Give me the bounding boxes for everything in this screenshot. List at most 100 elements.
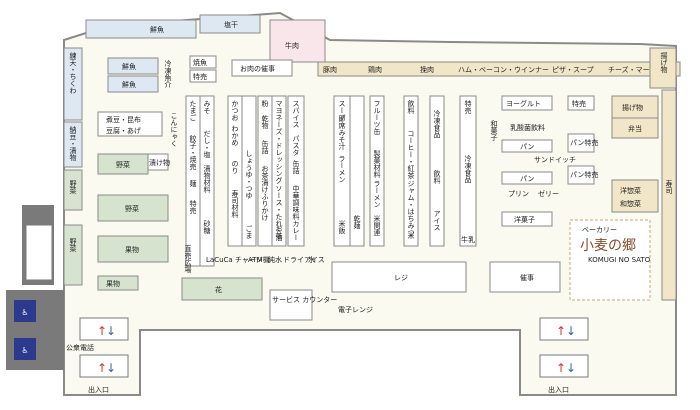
aisle-3-label-3: 寿司材料 [231, 189, 239, 219]
aisle-5-label-3: お茶漬けふりかけ [261, 165, 269, 221]
sweets-label: 洋菓子 [514, 215, 535, 224]
aisle-13-label-2: 牛乳 [461, 235, 475, 244]
meat-event-label: お肉の催事 [240, 64, 275, 73]
meat-strip [317, 61, 681, 77]
aisle-5-label-0: 粉 [261, 99, 269, 108]
aisle-7-label-1: パスタ [292, 135, 300, 156]
zone-ham-label: ハム・ベーコン・ウインナー [458, 66, 549, 74]
aisle-11-label-1: コーヒー・紅茶 [407, 130, 415, 179]
aisle-group [185, 95, 477, 267]
left-veg-1 [63, 169, 83, 211]
zone-fresh-fish [85, 19, 197, 39]
bread-shelf [501, 139, 553, 153]
entrance-right-door-inner [539, 317, 589, 341]
fish-counter-a-label: 鮮魚 [122, 62, 136, 71]
aisle-10-label-0: フルーツ缶 [373, 100, 381, 135]
restroom-1 [14, 300, 36, 322]
bread-special-2 [567, 165, 595, 185]
bread-special [567, 133, 595, 153]
entrance-left-out-arrow-icon-2: ↓ [106, 361, 116, 375]
aisle-7-label-4: カレー [292, 220, 300, 241]
square-label: 直売広場 [184, 244, 192, 274]
aisle-1-label-1: 餃子・焼売 [189, 134, 197, 171]
aisle-5-label-2: 缶詰 [261, 139, 269, 155]
entrance-left-door-outer [79, 354, 129, 378]
aisle-12-shelf [429, 95, 445, 247]
beans-label: 煮豆・昆布 [106, 115, 141, 124]
aisle-13-label-1: 冷凍食品 [464, 154, 472, 184]
bread-label: パン [520, 143, 534, 151]
aisle-9-label-0: 乾麺 [353, 214, 361, 230]
entrance-left-in-arrow-icon-2: ↑ [97, 361, 107, 375]
left-veg-1-label: 野菜 [69, 180, 77, 195]
fruit-block-b [97, 275, 139, 291]
aisle-10-label-1: 製菓材料 [373, 149, 381, 179]
water-label: 純水 [268, 255, 282, 264]
service-counter [269, 289, 313, 321]
aisle-6-label-0: マヨネーズ・ドレッシング [275, 100, 283, 184]
western-deli-label: 洋惣菜 [620, 186, 641, 195]
zone-pizza-label: ピザ・スープ [552, 66, 594, 74]
aisle-6-label-1: ソース・たれ・油 [275, 185, 283, 242]
left-tempura-label: 練天・ちくわ [69, 51, 77, 94]
zone-cheese-label: チーズ・マーガリン [608, 65, 671, 74]
bakery-sub-label: KOMUGI NO SATO [588, 256, 651, 264]
entrance-left-doors: ↑ ↓ ↑ ↓ [79, 317, 129, 378]
aisle-7-shelf [287, 95, 305, 247]
bakery-name: 小麦の郷 [580, 238, 636, 254]
bakery-block [569, 219, 651, 301]
aisle-11-label-0: 飲料 [407, 99, 415, 115]
aisle-7-label-0: スパイス [292, 100, 300, 128]
fruit-a-label: 果物 [125, 245, 139, 254]
aisle-11-label-3: 米 [407, 231, 415, 240]
wagashi-label: 和菓子 [490, 119, 498, 141]
sushi-label: 寿司 [665, 179, 673, 194]
pudding-label: プリン [508, 190, 529, 198]
microwave-label: 電子レンジ [338, 306, 373, 314]
beans-shelf [97, 111, 163, 137]
entrance-right-in-arrow-icon: ↑ [556, 324, 566, 338]
aisle-4-label-1: ごま [245, 224, 253, 239]
sweets-shelf [501, 211, 553, 227]
aisle-1-label-2: 麺 [189, 179, 197, 188]
entrance-right-label: 出入口 [548, 385, 569, 394]
zone-pork-label: 豚肉 [323, 65, 337, 74]
bento [611, 117, 659, 139]
fish-counter-b-label: 鮮魚 [122, 80, 136, 89]
aisle-2-shelf [199, 95, 215, 267]
aisle-3-label-1: わかめ [231, 125, 239, 146]
fruit-b-label: 果物 [106, 279, 120, 288]
ice2-label: 氷 [308, 255, 315, 264]
restroom-2 [14, 338, 36, 360]
zone-processed-label: 挽肉 [420, 65, 434, 74]
jelly-label: ゼリー [538, 189, 559, 198]
aisle-6-label-2: お茶 [275, 225, 283, 239]
grilled-fish [189, 55, 217, 69]
aisle-12-label-0: 冷凍食品 [433, 109, 441, 139]
special-right [567, 95, 595, 111]
entrance-left-out-arrow-icon: ↓ [106, 324, 116, 338]
aisle-1-label-0: たまご [189, 100, 197, 121]
aisle-10-shelf [369, 95, 385, 247]
left-natto-label: 納豆・漬物 [69, 125, 77, 162]
register-counter [331, 261, 467, 293]
aisle-7-label-3: 中華調味料 [292, 184, 300, 221]
aisle-2-label-2: 漬物材料 [203, 164, 211, 194]
entrance-right-door-outer [539, 354, 589, 378]
meat-event [231, 59, 293, 77]
entrance-right-out-arrow-icon-2: ↓ [566, 361, 576, 375]
restroom-2-icon: ♿ [21, 346, 28, 355]
service-label: サービス カウンター [272, 295, 337, 304]
aisle-9-shelf [349, 95, 365, 247]
aisle-3-label-2: のり [231, 160, 239, 174]
fried-food-label: 揚げ物 [622, 103, 643, 112]
special-right-label: 特売 [572, 99, 586, 108]
entrance-left-in-arrow-icon: ↑ [97, 324, 107, 338]
aisle-11-label-2: ジャム・はちみつ [407, 180, 415, 236]
yogurt-label: ヨーグルト [506, 99, 541, 108]
aisle-2-label-3: 砂糖 [203, 219, 211, 235]
pickles-shelf [147, 153, 169, 171]
entrance-right-out-arrow-icon: ↓ [566, 324, 576, 338]
zone-beef-label: 牛肉 [285, 41, 299, 50]
register-label: レジ [394, 274, 408, 282]
